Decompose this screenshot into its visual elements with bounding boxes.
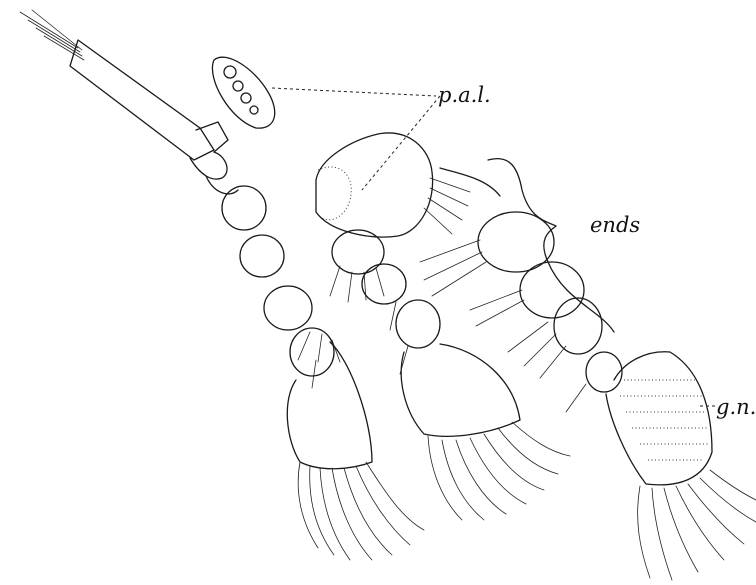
pal-leader-lower	[362, 96, 440, 190]
left-setae	[298, 462, 424, 560]
left-segment-spines	[298, 332, 340, 388]
gn-gnathobase	[606, 352, 756, 580]
left-limb	[222, 186, 424, 560]
left-terminal-paddle	[287, 342, 372, 469]
ends-limb	[420, 168, 622, 412]
antenna-shaft	[70, 40, 228, 160]
left-segment-4	[290, 328, 334, 376]
pal-oval-organ	[212, 57, 274, 128]
pal-leader-upper	[272, 88, 436, 96]
central-segment-2	[362, 264, 406, 304]
central-segment-3	[396, 300, 440, 348]
central-limb	[316, 133, 570, 520]
pal-label: p.a.l.	[438, 83, 491, 107]
central-large-lobe	[316, 133, 433, 237]
left-segment-3	[264, 286, 312, 330]
gn-label: g.n.	[716, 395, 756, 419]
ends-setae	[420, 240, 586, 412]
left-segment-2	[240, 235, 284, 277]
left-segment-1	[222, 186, 266, 230]
gn-setae	[638, 470, 756, 580]
ends-segment-4	[586, 352, 622, 392]
ends-label: ends	[590, 213, 640, 237]
central-lobe-setae	[424, 178, 470, 234]
central-terminal-paddle	[401, 344, 520, 436]
